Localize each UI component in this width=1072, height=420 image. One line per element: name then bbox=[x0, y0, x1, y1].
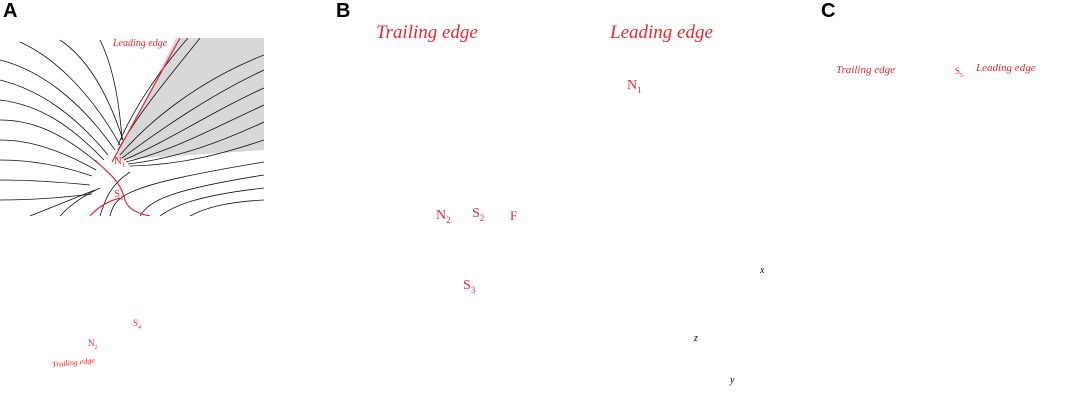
panel-b-saddle-s2: S2 bbox=[472, 206, 485, 223]
panel-a-saddle-s1: S1 bbox=[114, 188, 124, 203]
panel-letter-c: C bbox=[821, 0, 836, 22]
panel-c-saddle-s5: S5 bbox=[955, 66, 964, 79]
panel-a-top-streamlines bbox=[0, 38, 264, 216]
panel-a-saddle-s4: S4 bbox=[133, 318, 142, 331]
panel-b-leading-edge: Leading edge bbox=[610, 22, 713, 43]
panel-a-node-n2: N2 bbox=[88, 338, 98, 351]
panel-b-focus-f: F bbox=[510, 208, 518, 223]
panel-b-trailing-edge: Trailing edge bbox=[376, 22, 478, 43]
panel-a-leading-edge: Leading edge bbox=[113, 38, 168, 49]
panel-c-leading-edge: Leading edge bbox=[976, 62, 1036, 74]
panel-letter-a: A bbox=[3, 0, 18, 22]
panel-c-trailing-edge: Trailing edge bbox=[836, 64, 895, 76]
panel-b-node-n1: N1 bbox=[627, 78, 642, 95]
panel-b-node-n2: N2 bbox=[436, 208, 451, 225]
axis-x-label: x bbox=[760, 265, 765, 276]
axis-z-label: z bbox=[694, 333, 698, 344]
panel-b-saddle-s3: S3 bbox=[463, 278, 476, 295]
panel-a-node-n1: N1 bbox=[114, 155, 126, 170]
axis-y-label: y bbox=[730, 375, 735, 386]
panel-letter-b: B bbox=[336, 0, 351, 22]
